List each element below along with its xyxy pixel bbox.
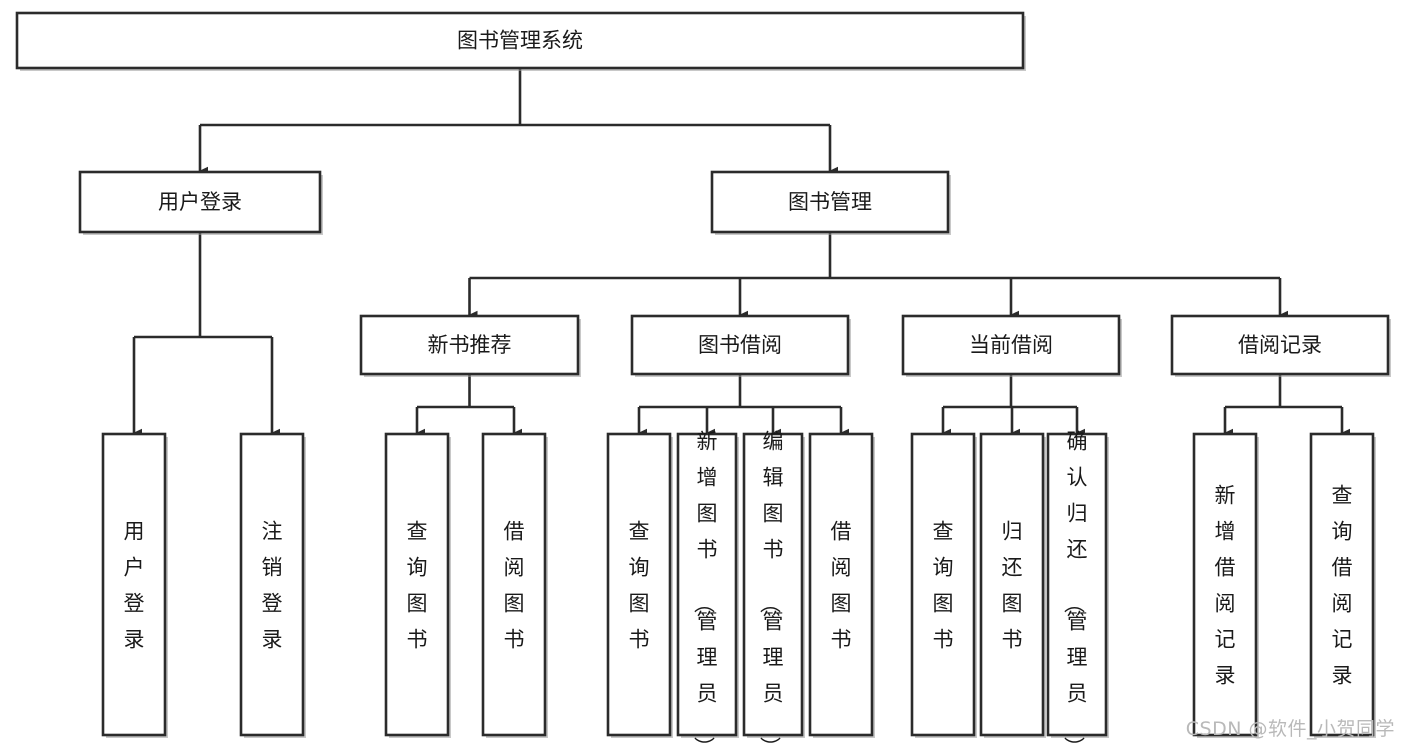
node-label: 借阅记录 [1238,333,1322,357]
node-leaf-add-book[interactable]: 新增图书（管理员） [676,429,739,747]
node-borrow-record[interactable]: 借阅记录 [1170,314,1391,377]
node-box[interactable] [1309,432,1375,737]
node-current-borrow[interactable]: 当前借阅 [901,314,1122,377]
node-label: 新增借阅记录 [1215,483,1236,687]
node-root[interactable]: 图书管理系统 [15,11,1026,71]
node-box[interactable] [15,11,1025,70]
node-leaf-borrow-book-1[interactable]: 借阅图书 [481,432,548,738]
node-label: 用户登录 [158,190,242,214]
node-label: 查询借阅记录 [1332,483,1353,687]
node-box[interactable] [808,432,874,737]
node-box[interactable] [676,432,738,737]
node-label: 用户登录 [124,519,145,651]
node-label: 确认归还（管理员） [1062,429,1088,747]
node-label: 查询图书 [933,519,954,651]
node-label: 图书借阅 [698,333,782,357]
node-box[interactable] [710,170,950,234]
node-leaf-borrow-book-2[interactable]: 借阅图书 [808,432,875,738]
node-label: 借阅图书 [504,519,525,651]
node-leaf-add-record[interactable]: 新增借阅记录 [1192,432,1259,738]
edge-layer [132,68,1350,438]
node-box[interactable] [1170,314,1390,376]
node-layer: 图书管理系统用户登录图书管理新书推荐图书借阅当前借阅借阅记录用户登录注销登录查询… [15,11,1391,747]
node-box[interactable] [78,170,322,234]
node-box[interactable] [901,314,1121,376]
node-leaf-return-book[interactable]: 归还图书 [979,432,1046,738]
node-book-manage[interactable]: 图书管理 [710,170,951,235]
node-box[interactable] [606,432,672,737]
node-user-login[interactable]: 用户登录 [78,170,323,235]
node-label: 新书推荐 [428,333,512,357]
node-box[interactable] [239,432,305,737]
node-box[interactable] [1046,432,1108,737]
node-label: 归还图书 [1002,519,1023,651]
node-box[interactable] [481,432,547,737]
node-label: 编辑图书（管理员） [758,429,784,747]
node-box[interactable] [1192,432,1258,737]
node-leaf-edit-book[interactable]: 编辑图书（管理员） [742,429,805,747]
node-leaf-logout[interactable]: 注销登录 [239,432,306,738]
node-leaf-query-book-3[interactable]: 查询图书 [910,432,977,738]
node-leaf-query-record[interactable]: 查询借阅记录 [1309,432,1376,738]
node-label: 查询图书 [407,519,428,651]
node-label: 图书管理 [788,190,872,214]
node-label: 新增图书（管理员） [692,429,718,747]
node-leaf-confirm-return[interactable]: 确认归还（管理员） [1046,429,1109,747]
node-label: 借阅图书 [831,519,852,651]
node-box[interactable] [384,432,450,737]
node-box[interactable] [910,432,976,737]
node-leaf-user-login[interactable]: 用户登录 [101,432,168,738]
node-box[interactable] [630,314,850,376]
node-label: 图书管理系统 [457,29,583,53]
node-leaf-query-book-2[interactable]: 查询图书 [606,432,673,738]
node-book-borrow[interactable]: 图书借阅 [630,314,851,377]
node-box[interactable] [101,432,167,737]
node-box[interactable] [742,432,804,737]
node-leaf-query-book-1[interactable]: 查询图书 [384,432,451,738]
node-label: 当前借阅 [969,333,1053,357]
node-label: 注销登录 [262,519,283,651]
node-box[interactable] [979,432,1045,737]
node-label: 查询图书 [629,519,650,651]
node-box[interactable] [359,314,580,376]
node-new-book-rec[interactable]: 新书推荐 [359,314,581,377]
watermark-text: CSDN @软件_小贺同学 [1185,718,1395,740]
